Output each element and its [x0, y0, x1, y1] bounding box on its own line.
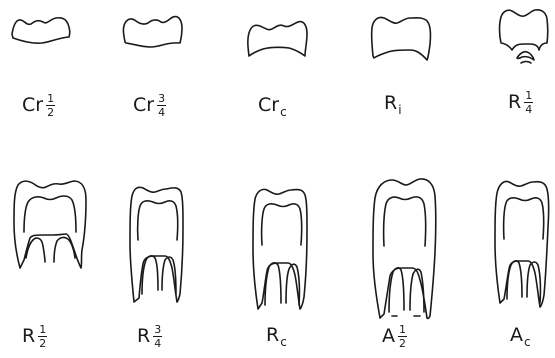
- tooth-root-complete: [250, 185, 308, 313]
- stage-label-root-complete: Rc: [266, 326, 287, 348]
- tooth-crown-three-quarters: [120, 14, 184, 50]
- tooth-root-half: [12, 178, 88, 278]
- stage-label-base: Cr: [133, 94, 154, 116]
- stage-subscript: c: [280, 105, 287, 119]
- stage-label-apex-complete: Ac: [510, 326, 531, 348]
- stage-subscript: c: [524, 335, 531, 349]
- tooth-root-initiation: [370, 14, 432, 64]
- stage-label-root-initiation: Ri: [384, 94, 402, 116]
- stage-label-cr-complete: Crc: [258, 96, 287, 118]
- tooth-root-three-quarters: [128, 184, 184, 304]
- stage-subscript: i: [398, 103, 401, 117]
- stage-label-base: R: [384, 92, 397, 114]
- stage-label-base: R: [137, 325, 150, 347]
- stage-label-base: Cr: [258, 94, 279, 116]
- tooth-apex-complete: [492, 177, 550, 311]
- stage-label-base: A: [510, 324, 523, 346]
- tooth-crown-half: [10, 16, 72, 46]
- stage-label-base: A: [382, 325, 395, 347]
- stage-label-base: R: [508, 91, 521, 113]
- stage-label-base: R: [266, 324, 279, 346]
- tooth-crown-complete: [245, 18, 309, 58]
- stage-label-base: R: [22, 325, 35, 347]
- tooth-root-quarter: [498, 8, 550, 76]
- stage-subscript: c: [280, 335, 287, 349]
- stage-label-base: Cr: [22, 94, 43, 116]
- tooth-apex-half: [370, 176, 438, 322]
